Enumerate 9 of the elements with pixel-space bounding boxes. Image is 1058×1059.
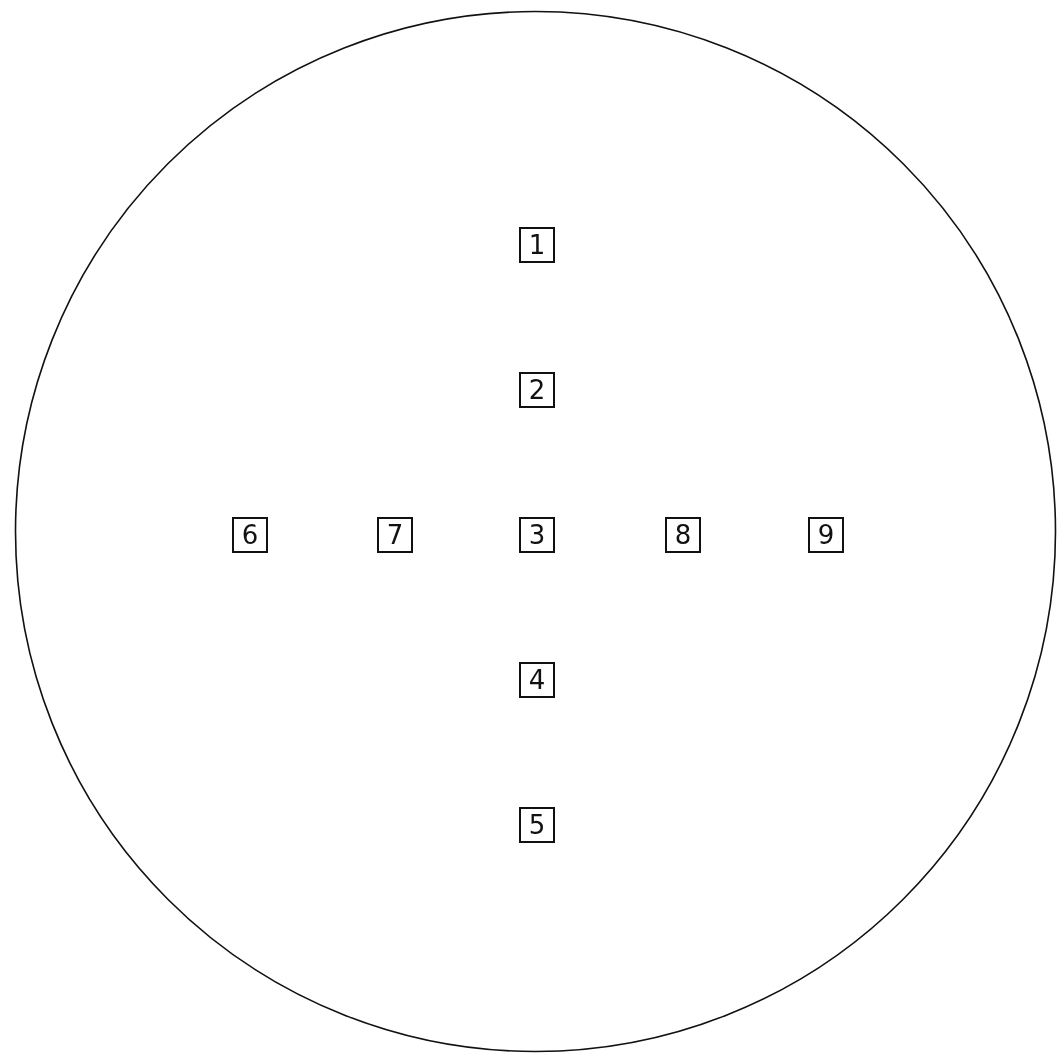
numbered-box: 3	[519, 517, 555, 553]
numbered-box: 4	[519, 662, 555, 698]
numbered-box: 8	[665, 517, 701, 553]
numbered-box: 9	[808, 517, 844, 553]
numbered-box: 6	[232, 517, 268, 553]
numbered-box: 2	[519, 372, 555, 408]
numbered-box: 1	[519, 227, 555, 263]
numbered-box: 7	[377, 517, 413, 553]
numbered-box: 5	[519, 807, 555, 843]
